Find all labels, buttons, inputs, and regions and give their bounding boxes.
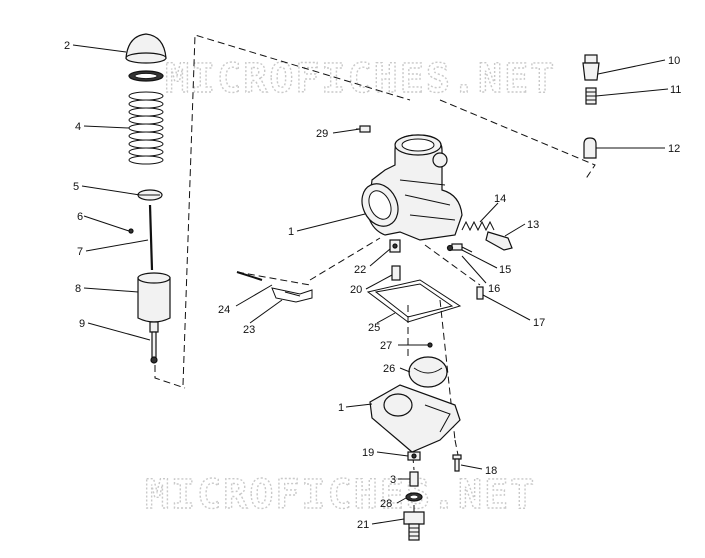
callout-9: 9 xyxy=(79,318,85,330)
callout-22: 22 xyxy=(354,264,366,276)
part-gasket xyxy=(366,279,462,323)
callout-27: 27 xyxy=(380,340,392,352)
part-fitting-cap xyxy=(583,137,597,159)
callout-28: 28 xyxy=(380,498,392,510)
part-spring xyxy=(128,91,164,165)
callout-5: 5 xyxy=(73,181,79,193)
callout-14: 14 xyxy=(494,193,506,205)
part-o-ring xyxy=(446,244,454,252)
part-idle-spring xyxy=(461,220,495,232)
callout-25: 25 xyxy=(368,322,380,334)
callout-19: 19 xyxy=(362,447,374,459)
callout-3: 3 xyxy=(390,474,396,486)
watermark-top: MICROFICHES.NET xyxy=(165,56,556,102)
callout-12: 12 xyxy=(668,143,680,155)
callout-11: 11 xyxy=(670,84,681,96)
callout-17: 17 xyxy=(533,317,545,329)
part-bowl-screw xyxy=(452,454,462,472)
part-cap xyxy=(125,33,167,64)
part-drain-plug xyxy=(476,286,484,300)
alignment-lines xyxy=(154,34,596,512)
callout-15: 15 xyxy=(499,264,511,276)
part-fitting-nut xyxy=(585,87,597,105)
callout-16: 16 xyxy=(488,283,500,295)
part-carburetor-body xyxy=(361,134,463,241)
callout-6: 6 xyxy=(77,211,83,223)
part-jet-20 xyxy=(391,265,401,281)
part-main-jet xyxy=(409,471,419,487)
callout-2: 2 xyxy=(64,40,70,52)
callout-26: 26 xyxy=(383,363,395,375)
callout-20: 20 xyxy=(350,284,362,296)
part-fitting-top xyxy=(582,54,600,81)
callout-labels: 2 4 5 6 7 8 9 10 11 12 29 1 14 13 15 16 … xyxy=(64,40,681,531)
part-drain-bolt xyxy=(403,511,425,541)
callout-18: 18 xyxy=(485,465,497,477)
callout-1-bowl: 1 xyxy=(338,402,344,414)
callout-23: 23 xyxy=(243,324,255,336)
leader-lines xyxy=(72,44,669,525)
callout-1-body: 1 xyxy=(288,226,294,238)
part-float-bowl xyxy=(369,384,461,453)
callout-29: 29 xyxy=(316,128,328,140)
part-needle xyxy=(148,204,154,271)
callout-7: 7 xyxy=(77,246,83,258)
callout-21: 21 xyxy=(357,519,369,531)
part-nut xyxy=(407,451,421,461)
watermark-bottom: MICROFICHES.NET xyxy=(145,472,536,518)
part-jet-holder xyxy=(149,321,159,364)
callout-4: 4 xyxy=(75,121,81,133)
part-retainer xyxy=(137,189,163,201)
callout-8: 8 xyxy=(75,283,81,295)
part-pilot-screw xyxy=(451,243,473,253)
part-idle-screw xyxy=(485,231,513,251)
part-float-arm xyxy=(271,287,313,303)
callout-24: 24 xyxy=(218,304,230,316)
part-throttle-valve xyxy=(137,272,171,323)
part-float-pin xyxy=(236,271,263,281)
callout-10: 10 xyxy=(668,55,680,67)
callout-13: 13 xyxy=(527,219,539,231)
part-clip xyxy=(128,228,134,234)
part-27 xyxy=(427,342,433,348)
part-jet-22 xyxy=(389,239,401,253)
part-float xyxy=(408,356,448,388)
